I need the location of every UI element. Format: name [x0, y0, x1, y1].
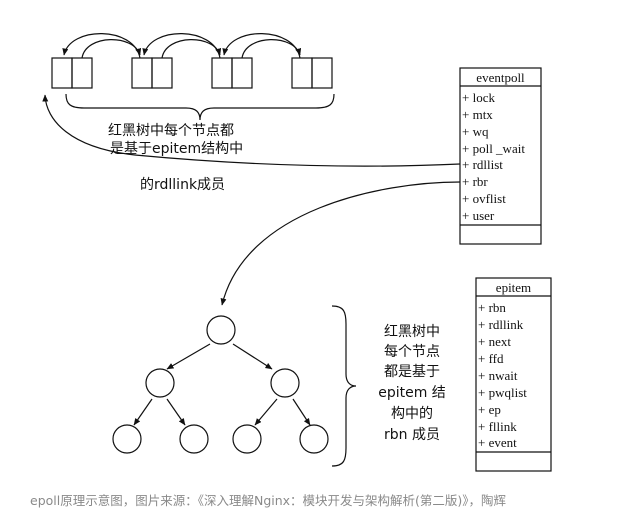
list-node-3	[211, 57, 253, 89]
next-arrow	[161, 39, 222, 59]
eventpoll-field: + ovflist	[462, 191, 506, 206]
tree-node	[232, 424, 262, 454]
epitem-field: + pwqlist	[478, 385, 527, 400]
epitem-field: + next	[478, 334, 511, 349]
tree-node	[145, 368, 175, 398]
list-node-4	[291, 57, 333, 89]
epitem-field: + ffd	[478, 351, 504, 366]
list-node-2	[131, 57, 173, 89]
rb-tree	[112, 315, 329, 454]
epitem-field: + rbn	[478, 300, 506, 315]
tree-node	[270, 368, 300, 398]
prev-arrow	[62, 33, 141, 59]
list-node-prev-cell	[211, 57, 233, 89]
prev-arrow	[222, 33, 301, 59]
tree-node	[112, 424, 142, 454]
eventpoll-field: + mtx	[462, 107, 493, 122]
epitem-field: + ep	[478, 402, 501, 417]
rdllink-note-line-1: 红黑树中每个节点都	[108, 123, 234, 139]
list-node-next-cell	[151, 57, 173, 89]
rdllink-note-line-2: 是基于epitem结构中	[110, 140, 243, 157]
rbr-pointer-arrow	[220, 181, 461, 306]
rbn-note-line-2: 每个节点	[384, 344, 440, 360]
list-node-prev-cell	[51, 57, 73, 89]
eventpoll-field: + rdllist	[462, 157, 503, 172]
tree-brace	[331, 305, 357, 467]
rdllist-linked-list	[42, 33, 461, 167]
rbn-note-line-3: 都是基于	[384, 363, 440, 380]
list-node-prev-cell	[131, 57, 153, 89]
epitem-field: + event	[478, 435, 517, 450]
eventpoll-field: + user	[462, 208, 495, 223]
eventpoll-title: eventpoll	[476, 70, 525, 85]
epitem-field: + nwait	[478, 368, 518, 383]
epitem-box	[475, 277, 552, 472]
list-node-next-cell	[71, 57, 93, 89]
rdllist-pointer-arrow	[42, 94, 461, 167]
list-node-prev-cell	[291, 57, 313, 89]
epitem-field: + fllink	[478, 419, 517, 434]
tree-node	[179, 424, 209, 454]
next-arrow	[81, 39, 142, 59]
tree-node-root	[206, 315, 236, 345]
eventpoll-field: + lock	[462, 90, 495, 105]
tree-node	[299, 424, 329, 454]
list-node-next-cell	[231, 57, 253, 89]
rdllink-note: 红黑树中每个节点都 是基于epitem结构中 的rdllink成员	[108, 123, 243, 193]
rbn-note-line-5: 构中的	[391, 406, 433, 422]
eventpoll-field: + rbr	[462, 174, 488, 189]
epitem-field: + rdllink	[478, 317, 524, 332]
next-arrow	[241, 39, 302, 59]
rbn-note: 红黑树中 每个节点 都是基于 epitem 结 构中的 rbn 成员	[378, 324, 446, 443]
epitem-title: epitem	[496, 280, 531, 295]
rbn-note-line-4: epitem 结	[378, 385, 446, 401]
list-node-next-cell	[311, 57, 333, 89]
rdllink-note-line-3: 的rdllink成员	[140, 177, 225, 193]
eventpoll-field: + wq	[462, 124, 489, 139]
eventpoll-struct: eventpoll + lock + mtx + wq + poll _wait…	[459, 67, 542, 245]
list-node-1	[51, 57, 93, 89]
prev-arrow	[142, 33, 221, 59]
list-brace	[65, 93, 335, 121]
eventpoll-field: + poll _wait	[462, 141, 525, 156]
figure-caption: epoll原理示意图，图片来源：《深入理解Nginx：模块开发与架构解析(第二版…	[30, 493, 507, 508]
rbn-note-line-1: 红黑树中	[384, 324, 440, 340]
rbn-note-line-6: rbn 成员	[384, 427, 440, 443]
epitem-struct: epitem + rbn + rdllink + next + ffd + nw…	[475, 277, 552, 472]
eventpoll-box	[459, 67, 542, 245]
